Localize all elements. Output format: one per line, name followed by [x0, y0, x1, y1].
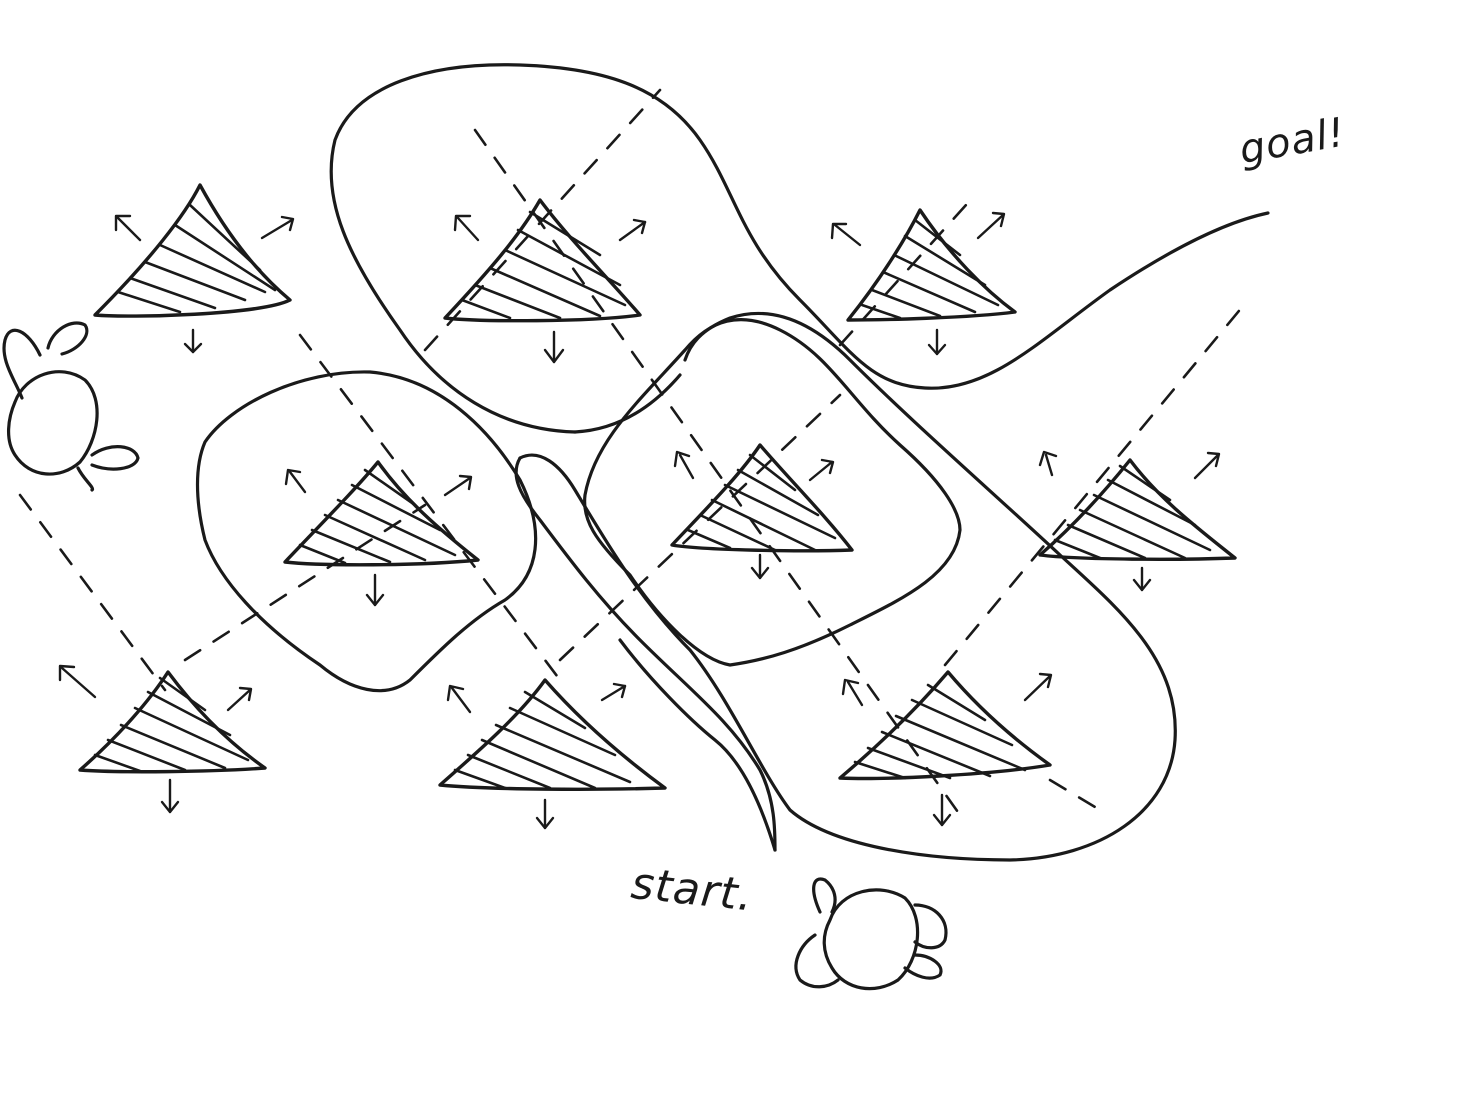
- arrow-icon: [226, 686, 253, 712]
- arrow-icon: [114, 214, 142, 242]
- arrow-icon: [446, 684, 472, 714]
- turret: [830, 208, 1017, 356]
- arrow-icon: [927, 328, 947, 356]
- arrow-icon: [183, 328, 203, 354]
- arrow-icon: [1038, 450, 1058, 477]
- arrow-icon: [453, 214, 480, 242]
- arrow-icon: [543, 330, 565, 364]
- sight-lines: [18, 88, 1250, 817]
- arrow-icon: [535, 798, 555, 830]
- arrow-icon: [808, 458, 835, 482]
- turret: [438, 678, 667, 830]
- turret: [670, 443, 854, 580]
- arrow-icon: [365, 573, 385, 607]
- arrow-icon: [976, 211, 1006, 240]
- arrow-icon: [260, 215, 295, 240]
- arrow-icon: [600, 682, 627, 702]
- arrow-icon: [618, 218, 647, 242]
- arrow-icon: [1023, 672, 1053, 702]
- arrow-icon: [284, 468, 307, 494]
- arrow-icon: [443, 474, 473, 497]
- turret: [1038, 450, 1237, 592]
- arrow-icon: [750, 553, 770, 580]
- turret: [443, 198, 647, 364]
- turret: [838, 670, 1053, 827]
- arrow-icon: [1193, 451, 1221, 480]
- arrow-icon: [830, 222, 862, 247]
- turret: [93, 183, 295, 354]
- arrow-icon: [932, 793, 952, 827]
- player-blob-icon: [794, 877, 948, 991]
- path-outlines: [195, 63, 1270, 862]
- arrow-icon: [58, 664, 97, 699]
- turret: [58, 664, 267, 814]
- arrow-icon: [841, 678, 864, 707]
- turret: [283, 460, 480, 607]
- arrow-icon: [673, 450, 695, 480]
- arrow-icon: [160, 778, 180, 814]
- arrow-icon: [1132, 566, 1152, 592]
- enemy-blob-icon: [2, 321, 140, 492]
